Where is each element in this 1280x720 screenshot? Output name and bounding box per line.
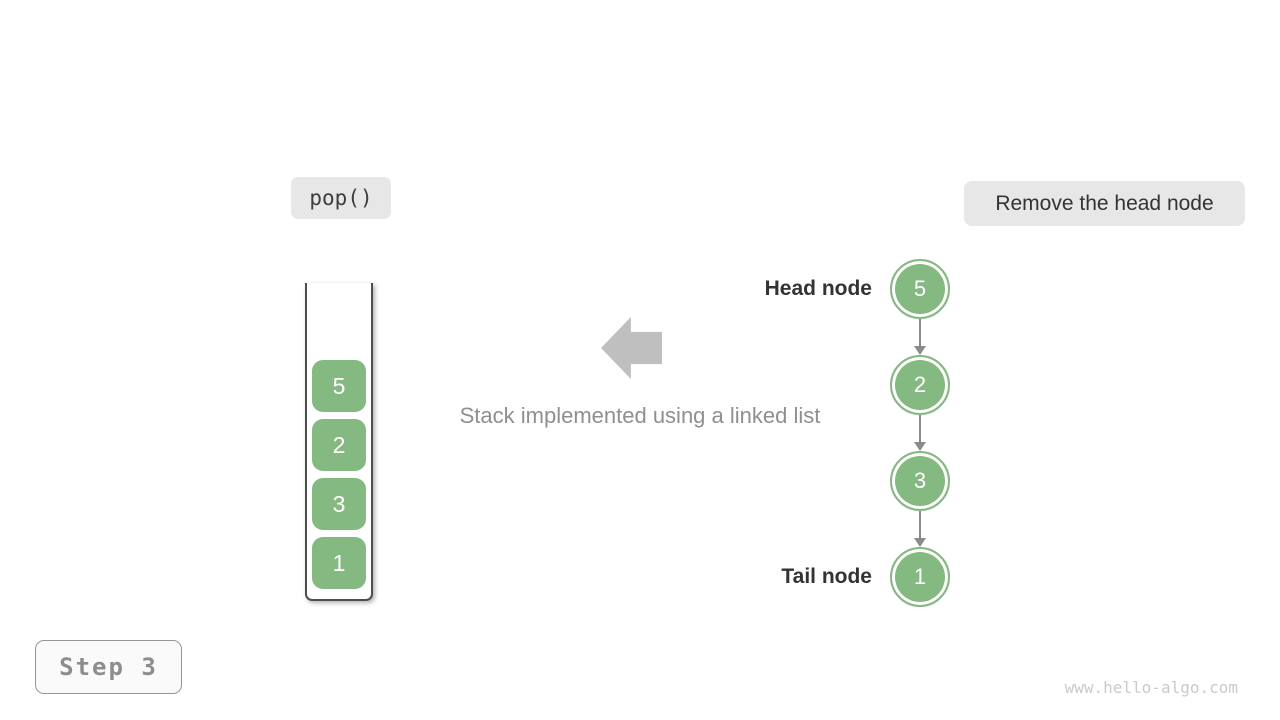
list-node: 5 [890, 259, 950, 319]
linked-list: 5 2 3 1 [890, 259, 950, 607]
list-node: 2 [890, 355, 950, 415]
link-arrow-head [914, 346, 926, 355]
stack-item: 5 [312, 360, 366, 412]
link-arrow-icon [890, 511, 950, 547]
list-node: 1 [890, 547, 950, 607]
big-left-arrow-icon [601, 317, 662, 379]
caption: Stack implemented using a linked list [459, 403, 821, 428]
stack-item: 3 [312, 478, 366, 530]
link-arrow-head [914, 538, 926, 547]
list-node: 3 [890, 451, 950, 511]
link-arrow-line [918, 319, 922, 346]
step-badge: Step 3 [35, 640, 182, 694]
stack-container: 5 2 3 1 [305, 283, 373, 601]
step-label: Step 3 [59, 653, 158, 681]
link-arrow-line [918, 415, 922, 442]
head-node-label: Head node [764, 277, 872, 300]
action-label: Remove the head node [964, 181, 1245, 226]
operation-label: pop() [291, 177, 391, 219]
link-arrow-head [914, 442, 926, 451]
stack-item: 2 [312, 419, 366, 471]
link-arrow-line [918, 511, 922, 538]
watermark: www.hello-algo.com [1064, 678, 1238, 697]
link-arrow-icon [890, 319, 950, 355]
tail-node-label: Tail node [781, 565, 872, 588]
stack-item: 1 [312, 537, 366, 589]
link-arrow-icon [890, 415, 950, 451]
